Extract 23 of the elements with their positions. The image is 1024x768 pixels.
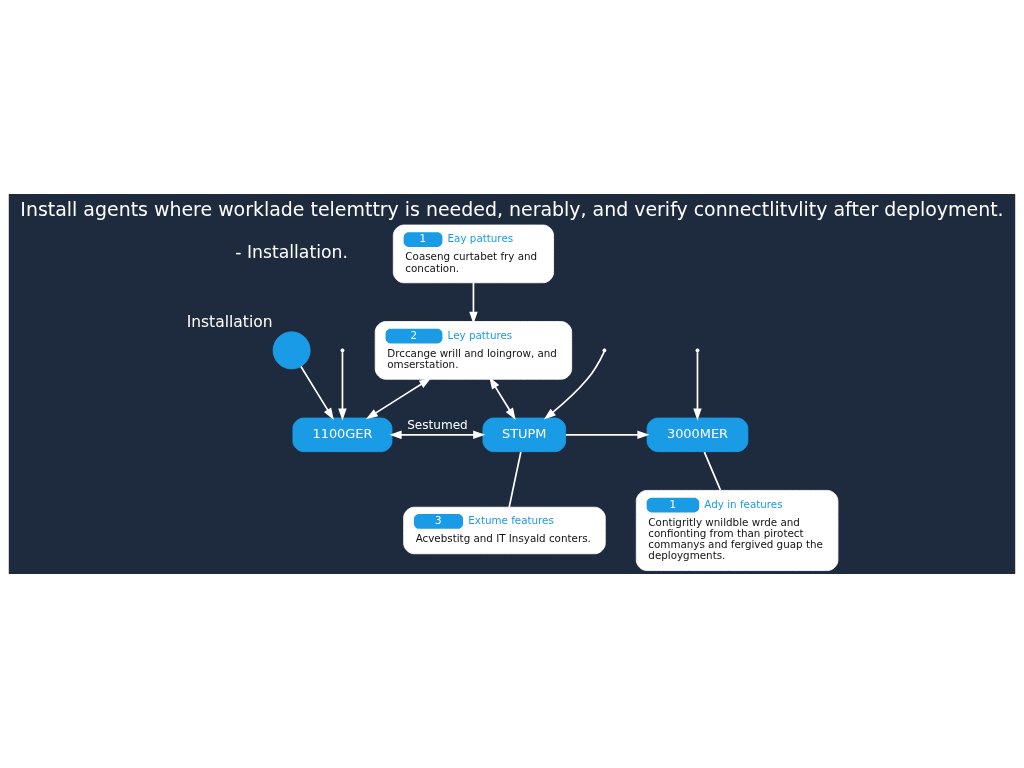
node-circle [272, 331, 311, 370]
arrow [469, 282, 478, 324]
node-box: STUPM [482, 417, 567, 453]
diagram-title: Install agents where worklade telemttry is needed, nerably, and verify connectlitvlity after deployment. [20, 198, 1004, 221]
label: - Installation. [235, 242, 348, 263]
node-box: 1 Eay pattures Coaseng curtabet fry and concation. [392, 224, 554, 284]
node-box: 3000MER [646, 417, 749, 453]
arrow [565, 430, 650, 440]
node-box: 1100GER [292, 417, 393, 453]
arrow [693, 351, 702, 421]
node-box: 3 Extume features Acvebstitg and IT Insyald conters. [403, 506, 606, 555]
arrow [489, 377, 516, 421]
node-box: 2 Ley pattures Drccange wrill and loingrow, and omserstation. [374, 321, 573, 380]
connector [508, 451, 522, 508]
arrow [300, 365, 334, 420]
arrow [389, 430, 486, 440]
edge-label: Sestumed [407, 417, 468, 432]
connector [703, 451, 722, 491]
arrow [338, 351, 347, 421]
arrow [543, 351, 605, 420]
arrow [365, 377, 432, 420]
node-box: 1 Ady in features Contigritly wnildble wrde and confionting from than pirotect commanys and fergived guap the deploygments. [635, 490, 839, 571]
node-label: Installation [186, 313, 273, 332]
